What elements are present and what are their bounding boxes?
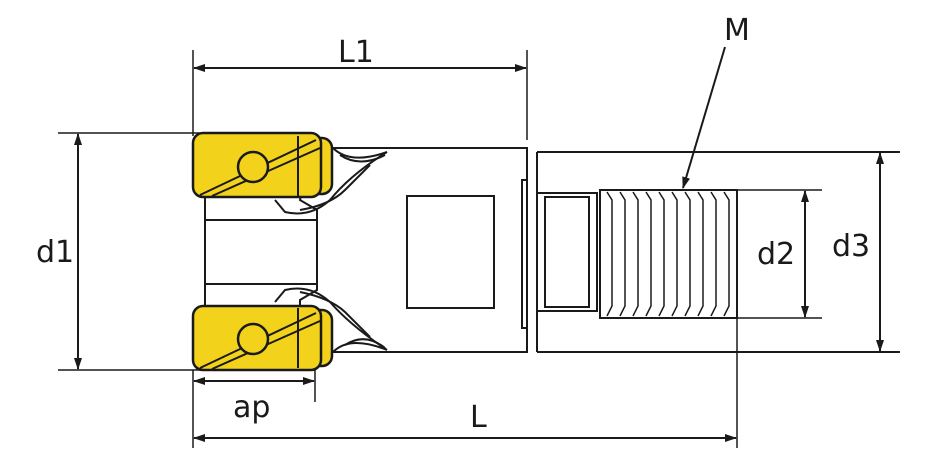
label-ap: ap bbox=[233, 390, 270, 425]
insert-bottom bbox=[191, 304, 334, 372]
leader-M bbox=[682, 46, 726, 189]
label-d1: d1 bbox=[36, 235, 74, 270]
label-d2: d2 bbox=[757, 237, 795, 272]
label-L1: L1 bbox=[338, 35, 374, 70]
tool-body bbox=[204, 147, 528, 353]
thread bbox=[599, 189, 738, 319]
shank bbox=[536, 151, 900, 353]
label-L: L bbox=[470, 400, 487, 435]
screw-bottom bbox=[236, 322, 270, 356]
flat-window bbox=[406, 195, 495, 309]
screw-top bbox=[236, 150, 270, 184]
insert-top bbox=[191, 131, 334, 199]
label-d3: d3 bbox=[832, 229, 870, 264]
label-M: M bbox=[724, 13, 750, 48]
dimension-lines bbox=[74, 46, 884, 442]
